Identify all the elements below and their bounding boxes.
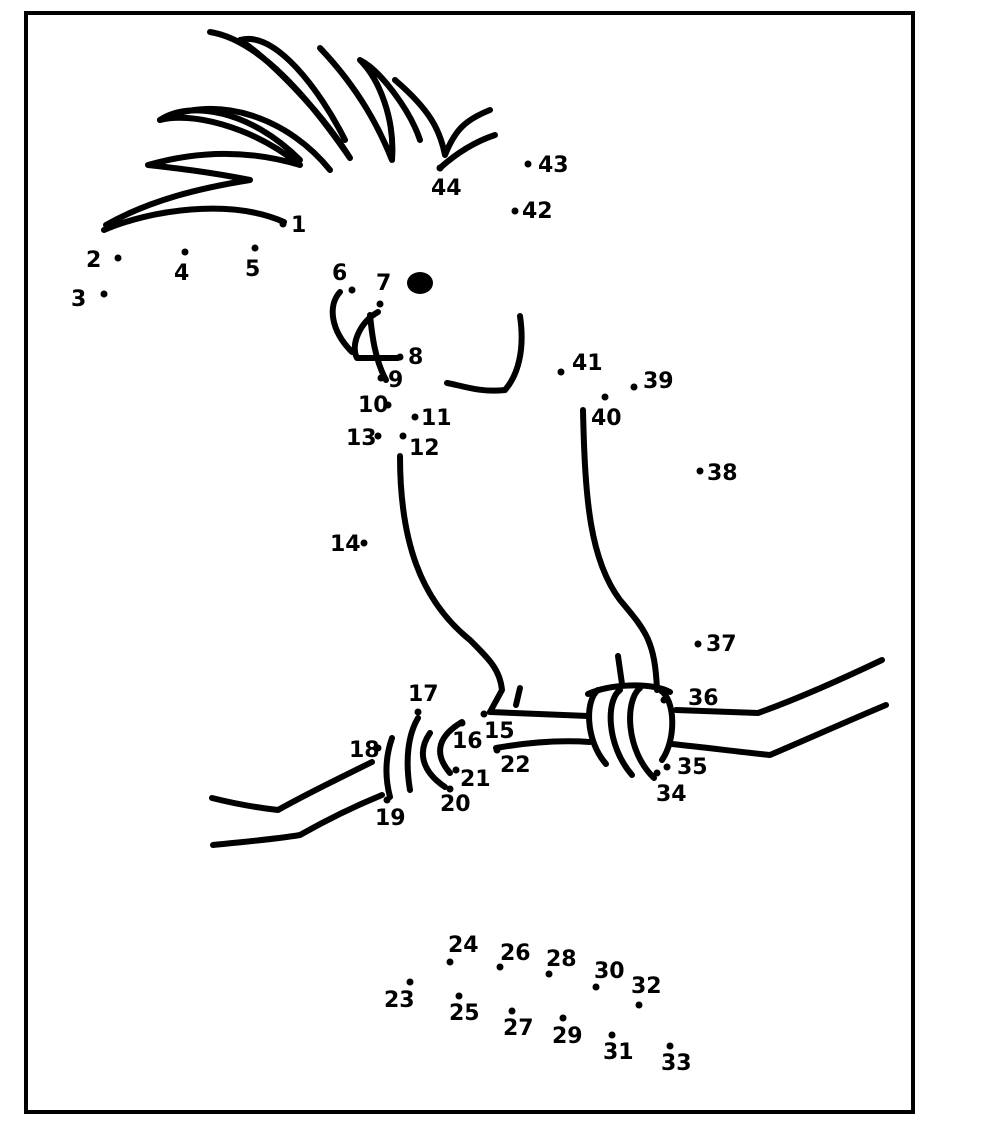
dot-28 bbox=[545, 970, 553, 978]
dot-37 bbox=[694, 640, 702, 648]
dot-2 bbox=[114, 254, 122, 262]
dot-label-29: 29 bbox=[552, 1024, 583, 1049]
dot-label-41: 41 bbox=[572, 351, 603, 376]
dot-27 bbox=[508, 1007, 516, 1015]
dot-label-35: 35 bbox=[677, 755, 708, 780]
dot-label-32: 32 bbox=[631, 974, 662, 999]
dot-label-12: 12 bbox=[409, 436, 440, 461]
dot-8 bbox=[396, 353, 404, 361]
head-and-beak bbox=[329, 272, 525, 394]
dot-label-24: 24 bbox=[448, 933, 479, 958]
dot-1 bbox=[279, 220, 287, 228]
dot-7 bbox=[376, 300, 384, 308]
dot-43 bbox=[524, 160, 532, 168]
dot-label-43: 43 bbox=[538, 153, 569, 178]
dot-12 bbox=[399, 432, 407, 440]
dot-label-23: 23 bbox=[384, 988, 415, 1013]
dot-6 bbox=[348, 286, 356, 294]
dot-17 bbox=[414, 708, 422, 716]
dot-label-14: 14 bbox=[330, 532, 361, 557]
dot-label-18: 18 bbox=[349, 738, 380, 763]
dot-label-25: 25 bbox=[449, 1001, 480, 1026]
dot-label-28: 28 bbox=[546, 947, 577, 972]
eye bbox=[407, 272, 433, 294]
dot-label-15: 15 bbox=[484, 719, 515, 744]
dot-36 bbox=[660, 696, 668, 704]
dot-32 bbox=[635, 1001, 643, 1009]
dot-14 bbox=[360, 539, 368, 547]
dot-15 bbox=[480, 710, 488, 718]
dot-31 bbox=[608, 1031, 616, 1039]
dot-18 bbox=[374, 744, 382, 752]
dot-24 bbox=[446, 958, 454, 966]
dot-25 bbox=[455, 992, 463, 1000]
dot-label-27: 27 bbox=[503, 1016, 534, 1041]
dot-label-31: 31 bbox=[603, 1040, 634, 1065]
dot-42 bbox=[511, 207, 519, 215]
dot-label-44: 44 bbox=[431, 176, 462, 201]
dot-label-37: 37 bbox=[706, 632, 737, 657]
dot-label-13: 13 bbox=[346, 426, 377, 451]
dot-5 bbox=[251, 244, 259, 252]
dot-44 bbox=[436, 164, 444, 172]
dot-33 bbox=[666, 1042, 674, 1050]
dot-label-7: 7 bbox=[376, 271, 391, 296]
dot-40 bbox=[601, 393, 609, 401]
dot-35 bbox=[663, 763, 671, 771]
dot-11 bbox=[411, 413, 419, 421]
dot-label-11: 11 bbox=[421, 406, 452, 431]
dot-label-9: 9 bbox=[388, 368, 403, 393]
dot-label-20: 20 bbox=[440, 792, 471, 817]
crest-feathers bbox=[101, 29, 498, 233]
dot-label-30: 30 bbox=[594, 959, 625, 984]
dot-label-17: 17 bbox=[408, 682, 439, 707]
dot-3 bbox=[100, 290, 108, 298]
dot-label-5: 5 bbox=[245, 257, 260, 282]
dot-label-33: 33 bbox=[661, 1051, 692, 1076]
dot-label-36: 36 bbox=[688, 686, 719, 711]
dot-13 bbox=[374, 432, 382, 440]
dot-29 bbox=[559, 1014, 567, 1022]
dot-20 bbox=[446, 785, 454, 793]
dot-10 bbox=[384, 401, 392, 409]
dot-4 bbox=[181, 248, 189, 256]
dot-label-8: 8 bbox=[408, 345, 423, 370]
dot-label-40: 40 bbox=[591, 406, 622, 431]
dot-38 bbox=[696, 467, 704, 475]
dot-label-26: 26 bbox=[500, 941, 531, 966]
dot-label-42: 42 bbox=[522, 199, 553, 224]
dot-30 bbox=[592, 983, 600, 991]
dot-label-10: 10 bbox=[358, 393, 389, 418]
feet bbox=[585, 682, 676, 781]
dot-41 bbox=[557, 368, 565, 376]
dot-label-39: 39 bbox=[643, 369, 674, 394]
dot-label-22: 22 bbox=[500, 753, 531, 778]
dot-22 bbox=[493, 746, 501, 754]
dot-9 bbox=[377, 374, 385, 382]
dot-label-38: 38 bbox=[707, 461, 738, 486]
dot-label-34: 34 bbox=[656, 782, 687, 807]
dot-label-19: 19 bbox=[375, 806, 406, 831]
dot-label-2: 2 bbox=[86, 248, 101, 273]
dot-label-16: 16 bbox=[452, 729, 483, 754]
dot-label-1: 1 bbox=[291, 213, 306, 238]
dot-23 bbox=[406, 978, 414, 986]
dot-label-21: 21 bbox=[460, 767, 491, 792]
dot-label-6: 6 bbox=[332, 261, 347, 286]
dot-16 bbox=[458, 719, 466, 727]
body-lines bbox=[397, 407, 660, 715]
dot-39 bbox=[630, 383, 638, 391]
dot-label-4: 4 bbox=[174, 261, 189, 286]
dot-26 bbox=[496, 963, 504, 971]
dot-label-3: 3 bbox=[71, 287, 86, 312]
dot-21 bbox=[452, 766, 460, 774]
branch bbox=[209, 657, 889, 848]
dot-34 bbox=[653, 769, 661, 777]
dot-19 bbox=[383, 796, 391, 804]
